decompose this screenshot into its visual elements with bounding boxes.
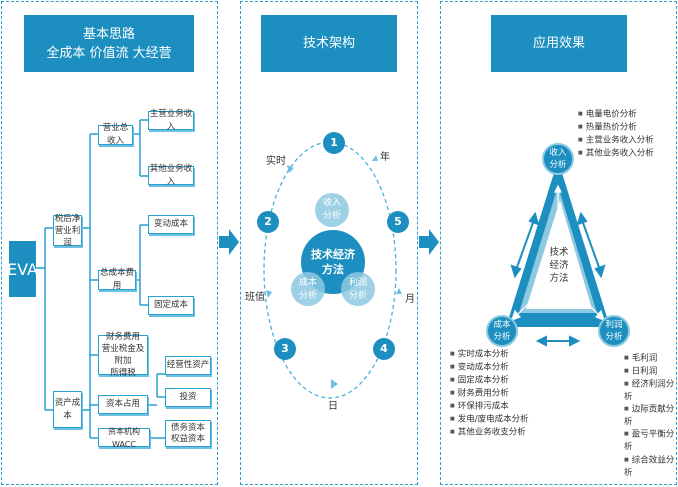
vertex-profit-label: 利润 分析 <box>605 320 623 342</box>
cycle-node-3 <box>274 338 296 360</box>
cycle-node-2 <box>257 211 279 233</box>
cost-analysis-list: 实时成本分析 变动成本分析 固定成本分析 财务费用分析 环保排污成本 发电/废电… <box>450 348 529 439</box>
cycle-label-day: 日 <box>328 401 338 412</box>
vertex-cost-label: 成本 分析 <box>493 320 511 342</box>
header-line1: 基本思路 <box>82 27 135 42</box>
cycle-node-4-label: 4 <box>380 342 388 355</box>
satellite-income <box>315 193 349 227</box>
list-item: 热量热价分析 <box>578 121 654 134</box>
cycle-label-realtime: 实时 <box>266 156 286 167</box>
profit-analysis-list: 毛利润 日利润 经济利润分析 边际贡献分析 盈亏平衡分析 综合效益分析 <box>624 352 678 479</box>
node-investment: 投资 <box>165 388 211 407</box>
cycle-node-5-label: 5 <box>394 215 402 228</box>
satellite-income-label: 收入 分析 <box>322 198 341 221</box>
vertex-income-label: 收入 分析 <box>549 148 567 170</box>
node-after-tax-profit: 税后净 营业利润 <box>53 213 82 248</box>
node-main-business-revenue: 主营业务收入 <box>148 108 194 132</box>
node-capital-structure-wacc: 资本机构WACC <box>98 427 150 449</box>
list-item: 固定成本分析 <box>450 374 529 387</box>
cycle-arrow <box>396 288 402 294</box>
panel-basic-approach <box>1 1 218 485</box>
double-arrow-income-cost <box>515 219 535 271</box>
triangle-interior <box>526 200 592 309</box>
list-item: 实时成本分析 <box>450 348 529 361</box>
satellite-cost <box>291 272 325 306</box>
cycle-arrow <box>372 155 378 161</box>
cycle-node-1 <box>323 132 345 154</box>
satellite-profit-label: 利润 分析 <box>348 278 367 301</box>
panel-tech-architecture <box>240 1 418 485</box>
list-item: 其他业务收入分析 <box>578 147 654 160</box>
node-variable-cost: 变动成本 <box>148 215 194 234</box>
cycle-node-1-label: 1 <box>330 136 338 149</box>
list-item: 毛利润 <box>624 352 678 365</box>
header-application-effect: 应用效果 <box>491 15 627 72</box>
list-item: 环保排污成本 <box>450 400 529 413</box>
list-item: 盈亏平衡分析 <box>624 428 678 453</box>
list-item: 发电/废电成本分析 <box>450 413 529 426</box>
cycle-label-year: 年 <box>380 152 390 163</box>
cycle-node-4 <box>373 338 395 360</box>
cycle-label-month: 月 <box>405 294 415 305</box>
list-item: 电量电价分析 <box>578 108 654 121</box>
cycle-node-2-label: 2 <box>264 215 272 228</box>
list-item: 其他业务收支分析 <box>450 426 529 439</box>
header-basic-approach: 基本思路 全成本 价值流 大经营 <box>24 15 194 72</box>
node-fixed-cost: 固定成本 <box>148 296 194 315</box>
satellite-cost-label: 成本 分析 <box>298 278 317 301</box>
list-item: 经济利润分析 <box>624 378 678 403</box>
center-label: 技术经济 方法 <box>311 248 355 276</box>
eva-root: EVA <box>7 241 38 297</box>
list-item: 变动成本分析 <box>450 361 529 374</box>
header-tech-architecture: 技术架构 <box>261 15 397 72</box>
income-analysis-list: 电量电价分析 热量热价分析 主营业务收入分析 其他业务收入分析 <box>578 108 654 160</box>
node-asset-cost: 资产成本 <box>53 391 82 428</box>
cycle-arrow <box>287 165 294 173</box>
cycle-node-5 <box>387 211 409 233</box>
vertex-cost <box>486 315 518 347</box>
header-text: 技术架构 <box>302 36 355 51</box>
node-operating-assets: 经营性资产 <box>165 356 211 375</box>
double-arrow-income-profit <box>581 219 601 271</box>
list-item: 主营业务收入分析 <box>578 134 654 147</box>
header-line2: 全成本 价值流 大经营 <box>46 46 172 61</box>
node-other-business-revenue: 其他业务收入 <box>148 163 194 187</box>
list-item: 日利润 <box>624 365 678 378</box>
header-text: 应用效果 <box>532 36 585 51</box>
panel-application-effect <box>440 1 677 485</box>
triangle-center-label: 技术 经济 方法 <box>549 247 569 284</box>
cycle-label-shift: 班值 <box>245 292 265 303</box>
list-item: 财务费用分析 <box>450 387 529 400</box>
cycle-node-3-label: 3 <box>281 342 289 355</box>
node-total-cost: 总成本费用 <box>98 268 136 291</box>
node-capital-occupied: 资本占用 <box>98 395 148 414</box>
satellite-profit <box>341 272 375 306</box>
cycle-arrow <box>331 379 338 389</box>
node-debt-equity-capital: 债务资本 权益资本 <box>165 420 211 447</box>
vertex-income <box>542 143 574 175</box>
vertex-profit <box>598 315 630 347</box>
list-item: 边际贡献分析 <box>624 403 678 428</box>
list-item: 综合效益分析 <box>624 454 678 479</box>
node-total-revenue: 营业总收入 <box>98 123 133 146</box>
flow-arrow-1 <box>219 229 239 255</box>
node-financial-tax: 财务费用 营业税金及附加 所得税 <box>98 332 148 378</box>
cycle-arrow <box>266 290 272 298</box>
flow-arrow-2 <box>419 229 439 255</box>
